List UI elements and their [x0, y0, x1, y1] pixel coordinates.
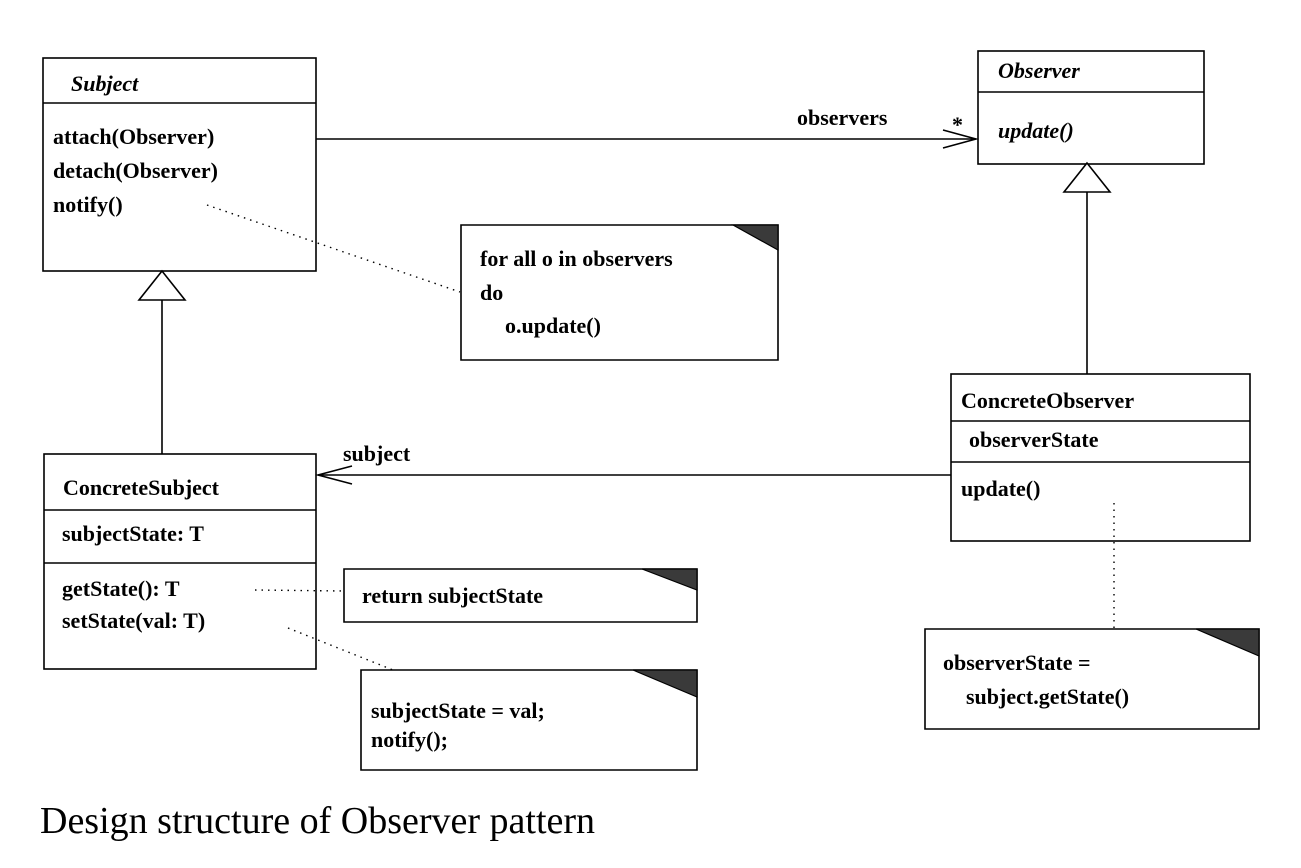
- note-fold-corner: [632, 669, 698, 698]
- subject-class: Subject attach(Observer) detach(Observer…: [42, 57, 317, 272]
- subject-method-notify: notify(): [53, 192, 123, 217]
- note-notify: for all o in observers do o.update(): [460, 224, 779, 361]
- subject-method-detach: detach(Observer): [53, 158, 218, 183]
- note-update: observerState = subject.getState(): [924, 628, 1260, 730]
- note-notify-line-1: for all o in observers: [480, 246, 673, 271]
- association-subject: subject: [314, 441, 951, 485]
- note-setstate: subjectState = val; notify();: [360, 669, 698, 771]
- inheritance-concrete-observer: [1062, 161, 1112, 374]
- generalization-arrowhead: [1062, 161, 1112, 193]
- concrete-subject-attr-state: subjectState: T: [62, 521, 204, 546]
- note-getstate-line-1: return subjectState: [362, 583, 543, 608]
- note-update-line-2: subject.getState(): [966, 684, 1129, 709]
- subject-class-name: Subject: [71, 71, 139, 96]
- observer-method-update: update(): [998, 118, 1074, 143]
- concrete-observer-attr-state: observerState: [969, 427, 1099, 452]
- note-setstate-line-1: subjectState = val;: [371, 698, 545, 723]
- concrete-observer-class: ConcreteObserver observerState update(): [950, 373, 1251, 542]
- observer-class: Observer update(): [977, 50, 1205, 165]
- concrete-observer-method-update: update(): [961, 476, 1040, 501]
- note-notify-line-3: o.update(): [505, 313, 601, 338]
- note-getstate: return subjectState: [343, 568, 698, 623]
- generalization-arrowhead: [137, 269, 187, 301]
- note-fold-corner: [730, 224, 779, 252]
- figure-caption: Design structure of Observer pattern: [40, 800, 595, 842]
- concrete-subject-method-setstate: setState(val: T): [62, 608, 205, 633]
- inheritance-concrete-subject: [137, 269, 187, 454]
- subject-role-label: subject: [343, 441, 411, 466]
- observers-multiplicity: *: [952, 112, 963, 137]
- concrete-subject-method-getstate: getState(): T: [62, 576, 180, 601]
- note-setstate-line-2: notify();: [371, 727, 448, 752]
- note-notify-line-2: do: [480, 280, 503, 305]
- open-arrowhead: [942, 129, 980, 149]
- concrete-subject-class-name: ConcreteSubject: [63, 475, 220, 500]
- concrete-subject-class: ConcreteSubject subjectState: T getState…: [43, 453, 317, 670]
- observer-class-name: Observer: [998, 58, 1080, 83]
- observers-role-label: observers: [797, 105, 888, 130]
- subject-method-attach: attach(Observer): [53, 124, 214, 149]
- concrete-observer-class-name: ConcreteObserver: [961, 388, 1134, 413]
- note-fold-corner: [1195, 628, 1260, 657]
- open-arrowhead: [314, 465, 353, 485]
- association-observers: observers *: [316, 105, 980, 149]
- note-fold-corner: [641, 568, 698, 591]
- note-update-line-1: observerState =: [943, 650, 1091, 675]
